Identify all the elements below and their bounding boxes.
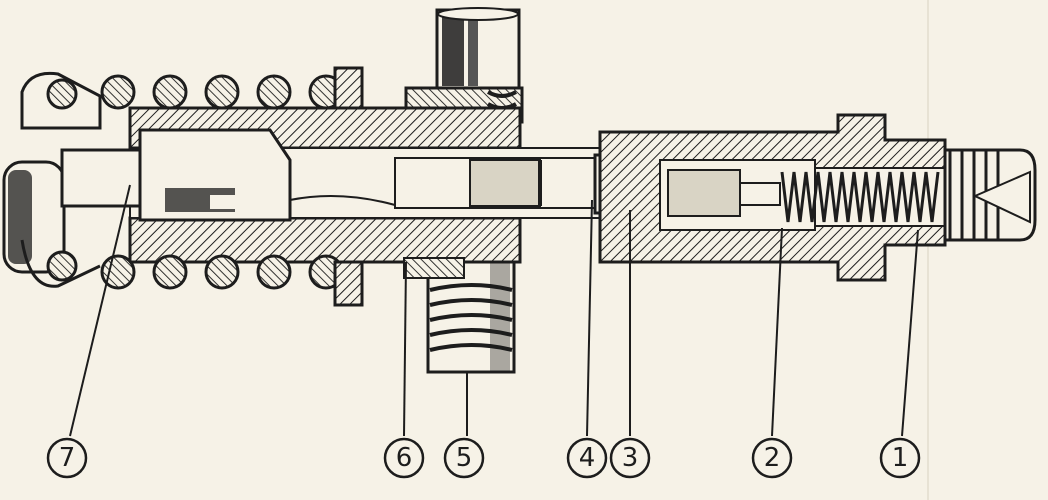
end-cap-nut (2, 71, 142, 288)
leader-2 (771, 227, 783, 437)
callout-6: 6 (383, 437, 425, 479)
valve-spring (780, 171, 940, 223)
callout-1: 1 (879, 437, 921, 479)
callout-2: 2 (751, 437, 793, 479)
callout-3: 3 (609, 437, 651, 479)
callout-label-4: 4 (579, 443, 596, 473)
callout-label-7: 7 (59, 443, 76, 473)
callout-label-5: 5 (456, 443, 473, 473)
callout-label-1: 1 (892, 443, 909, 473)
leader-6 (403, 261, 407, 437)
leader-lines (69, 184, 919, 437)
spring-flanges (333, 66, 465, 307)
leader-7 (69, 184, 131, 437)
plunger-head-cutaway (138, 128, 396, 222)
vertical-pipe (435, 7, 521, 90)
leader-1 (901, 229, 919, 437)
callout-label-3: 3 (622, 443, 639, 473)
outlet-thread (943, 148, 1037, 242)
leader-4 (586, 199, 593, 437)
lower-threaded-gear (426, 260, 516, 374)
callout-7: 7 (46, 437, 88, 479)
callout-4: 4 (566, 437, 608, 479)
callout-label-2: 2 (764, 443, 781, 473)
callout-5: 5 (443, 437, 485, 479)
callout-label-6: 6 (396, 443, 413, 473)
